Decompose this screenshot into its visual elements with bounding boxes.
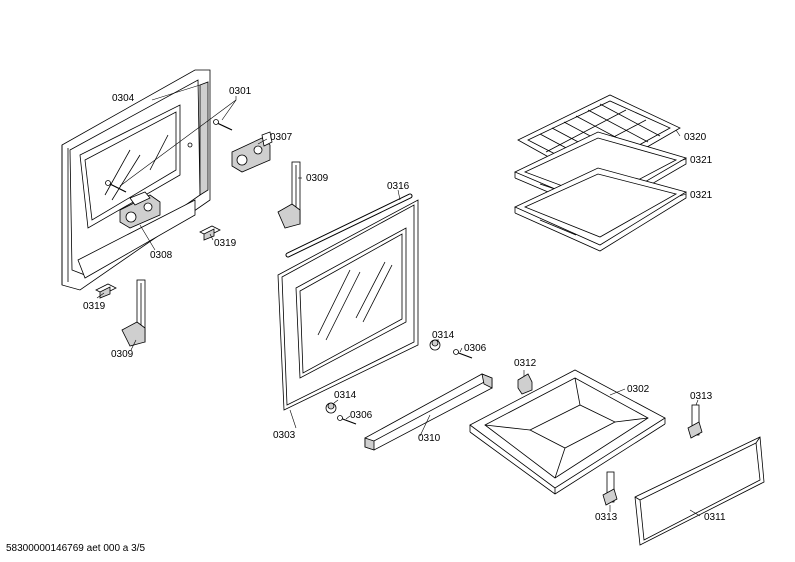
label-0314-b: 0314 xyxy=(334,390,357,401)
hinge-0309-a xyxy=(277,161,301,229)
label-0311: 0311 xyxy=(704,512,726,523)
drawer-pan-0302 xyxy=(469,369,666,495)
label-0310: 0310 xyxy=(418,433,441,444)
label-0304: 0304 xyxy=(112,93,135,104)
label-0319-a: 0319 xyxy=(214,238,237,249)
label-0316: 0316 xyxy=(387,181,410,192)
label-0320: 0320 xyxy=(684,132,707,143)
hinge-bracket-0308 xyxy=(119,191,161,229)
label-0309-b: 0309 xyxy=(111,349,134,360)
leader-lines xyxy=(96,84,701,517)
label-0314-a: 0314 xyxy=(432,330,455,341)
drawer-front-0311 xyxy=(634,436,765,546)
label-0306-b: 0306 xyxy=(350,410,373,421)
label-0309-a: 0309 xyxy=(306,173,329,184)
screw-0306-a xyxy=(453,349,473,359)
knob-0314-b xyxy=(325,402,337,414)
knob-0314-a xyxy=(429,339,441,351)
label-0301: 0301 xyxy=(229,86,252,97)
label-0306-a: 0306 xyxy=(464,343,487,354)
seal-strip-0316 xyxy=(285,193,413,258)
clip-0319-b xyxy=(95,283,117,299)
inner-door-frame-0304 xyxy=(61,69,211,291)
label-0307: 0307 xyxy=(270,132,293,143)
rail-0313-b xyxy=(602,471,618,506)
baking-tray-0321-b xyxy=(514,167,687,252)
label-0319-b: 0319 xyxy=(83,301,106,312)
screw-0301 xyxy=(105,119,233,193)
label-0313-b: 0313 xyxy=(595,512,618,523)
hinge-0309-b xyxy=(121,279,146,347)
label-0302: 0302 xyxy=(627,384,650,395)
label-0321-b: 0321 xyxy=(690,190,713,201)
document-reference: 58300000146769 aet 000 a 3/5 xyxy=(6,543,146,554)
outer-door-0303 xyxy=(277,199,419,411)
label-0312: 0312 xyxy=(514,358,537,369)
slide-clip-0312 xyxy=(517,373,533,395)
rail-0313-a xyxy=(687,404,703,439)
label-0303: 0303 xyxy=(273,430,296,441)
label-0321-a: 0321 xyxy=(690,155,713,166)
clip-0319-a xyxy=(199,225,221,241)
label-0308: 0308 xyxy=(150,250,173,261)
screw-0306-b xyxy=(337,415,357,425)
label-0313-a: 0313 xyxy=(690,391,713,402)
door-handle-0310 xyxy=(364,373,493,451)
hinge-bracket-0307 xyxy=(231,131,273,173)
